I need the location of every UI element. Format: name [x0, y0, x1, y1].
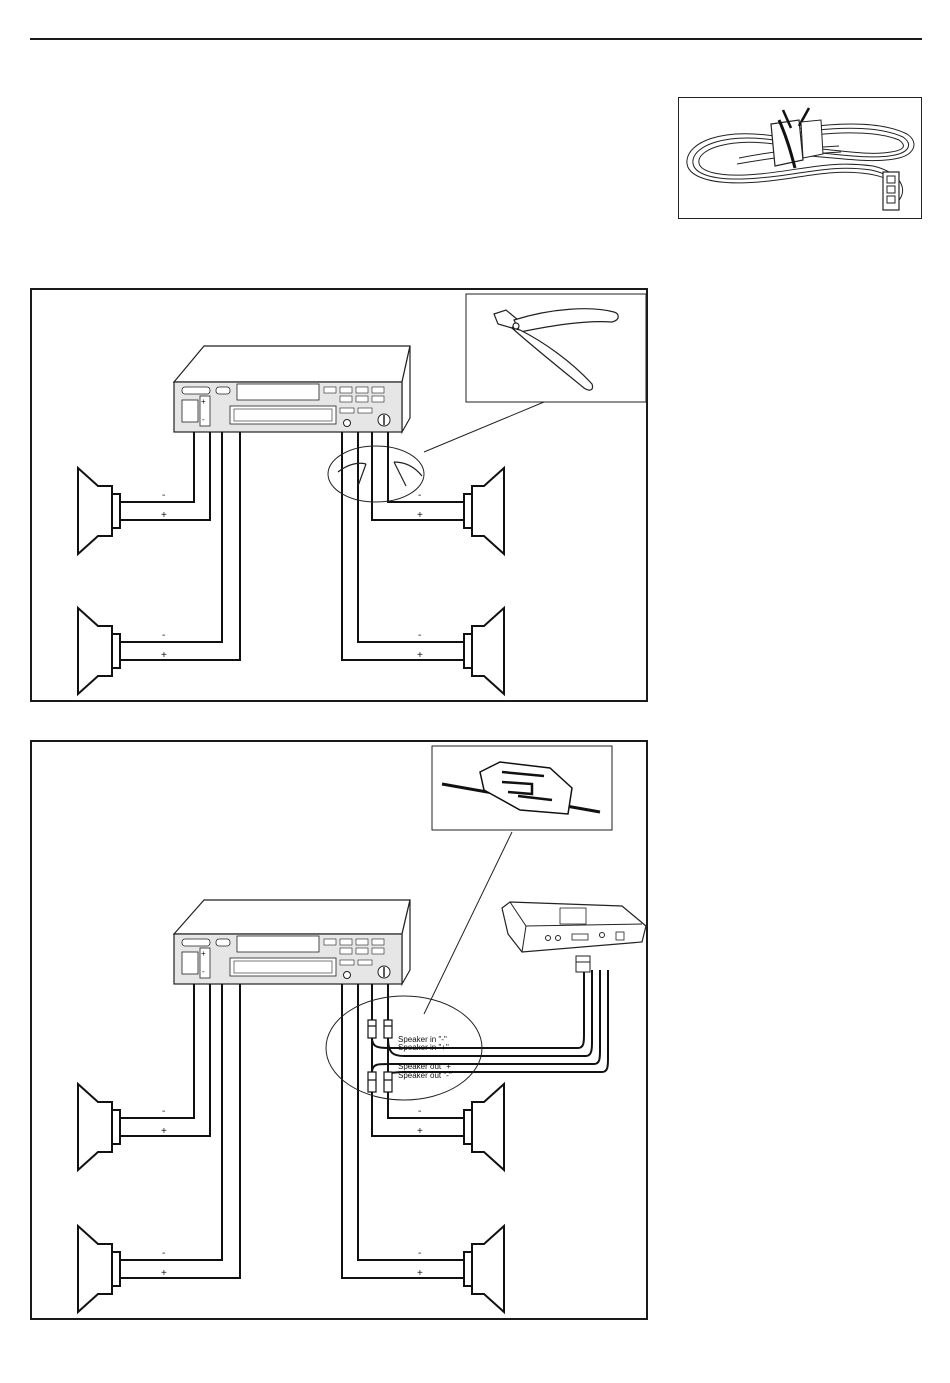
cut-wire-ends [338, 462, 422, 486]
polarity-minus-front-left: - [162, 490, 165, 501]
wiring-diagram-2: + - [32, 742, 650, 1322]
cable-harness-drawing [679, 98, 923, 220]
callout-line-pliers [424, 402, 544, 452]
polarity-minus-front-left: - [162, 1106, 165, 1117]
speaker-rear-right [464, 608, 504, 694]
left-wires [120, 984, 240, 1278]
speaker-out-minus-label: Speaker out "-" [398, 1071, 452, 1080]
car-radio-unit: + - [174, 900, 410, 984]
polarity-minus-rear-left: - [162, 1248, 165, 1259]
volume-down-label: - [202, 967, 205, 976]
speaker-front-left [78, 1084, 120, 1170]
cable-harness-illustration [678, 97, 922, 219]
volume-up-label: + [201, 397, 206, 406]
volume-down-label: - [202, 415, 205, 424]
speaker-rear-right [464, 1226, 504, 1312]
amplifier-wires [372, 970, 608, 1073]
wiring-diagram-1: + - [32, 290, 650, 704]
top-rule [30, 38, 922, 40]
polarity-minus-rear-right: - [418, 630, 421, 641]
volume-up-label: + [201, 949, 206, 958]
polarity-plus-rear-right: + [417, 1268, 423, 1279]
polarity-plus-rear-right: + [417, 650, 423, 661]
speaker-out-plus-label: Speaker out "+" [398, 1062, 454, 1071]
wiring-diagram-panel-1: + - [30, 288, 648, 702]
polarity-plus-front-left: + [161, 1126, 167, 1137]
polarity-plus-rear-left: + [161, 1268, 167, 1279]
speaker-front-left [78, 468, 120, 554]
speaker-front-right [464, 468, 504, 554]
amplifier-unit [502, 902, 646, 972]
right-wires [342, 984, 464, 1278]
callout-line-connector [424, 832, 512, 1014]
speaker-in-plus-label: Speaker in "+" [398, 1043, 449, 1052]
left-wires [120, 432, 240, 660]
polarity-plus-front-left: + [161, 510, 167, 521]
polarity-minus-front-right: - [418, 490, 421, 501]
speaker-front-right [464, 1084, 504, 1170]
polarity-minus-front-right: - [418, 1106, 421, 1117]
wiring-diagram-panel-2: + - [30, 740, 648, 1320]
speaker-rear-left [78, 1226, 120, 1312]
polarity-minus-rear-left: - [162, 630, 165, 641]
speaker-rear-left [78, 608, 120, 694]
polarity-plus-rear-left: + [161, 650, 167, 661]
right-wires [342, 432, 464, 660]
polarity-plus-front-right: + [417, 510, 423, 521]
polarity-plus-front-right: + [417, 1126, 423, 1137]
car-radio-unit: + - [174, 346, 410, 432]
polarity-minus-rear-right: - [418, 1248, 421, 1259]
